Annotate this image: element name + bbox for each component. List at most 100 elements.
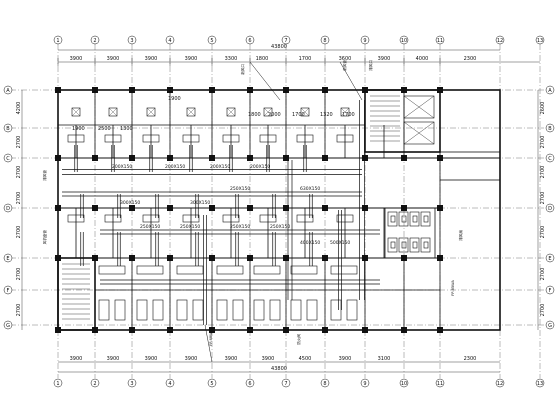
row-axis-bubble-right (545, 203, 555, 213)
structural-column (247, 205, 253, 211)
bed (253, 299, 265, 321)
structural-column (55, 205, 61, 211)
diffuser-cross (263, 107, 273, 117)
col-axis-label: 5 (210, 381, 213, 387)
right-dimension: 2700 (540, 166, 546, 179)
row-axis-bubble-left (3, 123, 13, 133)
fan-coil-unit (216, 265, 244, 275)
toilet-stall (387, 237, 398, 253)
row-axis-bubble-right (545, 153, 555, 163)
col-axis-bubble-bottom (435, 378, 445, 388)
bottom-dimension: 3900 (225, 356, 238, 362)
col-axis-bubble-bottom (495, 378, 505, 388)
top-dimension: 3600 (339, 56, 352, 62)
row-axis-label: D (548, 206, 552, 212)
col-axis-label: 3 (130, 38, 133, 44)
row-axis-label: E (548, 256, 551, 262)
air-diffuser (263, 107, 273, 117)
row-axis-label: C (6, 156, 10, 162)
fan-coil-unit (296, 134, 314, 143)
col-axis-label: 7 (284, 381, 287, 387)
fan-coil-unit (336, 214, 354, 223)
top-dimension: 1800 (256, 56, 269, 62)
structural-column (167, 205, 173, 211)
top-overall-dimension: 43800 (271, 44, 287, 50)
toilet-fixture (390, 241, 396, 249)
annotation-notes: 新风口新风管排风口排风管风机盘管排风扇FP-68WAFP-85WA防火阀 (42, 60, 463, 346)
col-axis-label: 4 (168, 381, 171, 387)
left-dimension: 2700 (16, 192, 22, 205)
fan-coil-unit (142, 214, 160, 223)
toilet-fixture (390, 215, 396, 223)
fan-coil-unit (222, 214, 240, 223)
col-axis-bubble-top (495, 35, 505, 45)
col-axis-bubble-top (399, 35, 409, 45)
col-axis-bubble-bottom (360, 378, 370, 388)
col-axis-label: 12 (497, 381, 503, 387)
annotation-note: 防火阀 (296, 334, 301, 345)
air-diffuser (186, 107, 196, 117)
left-dimension: 4200 (16, 102, 22, 115)
col-axis-label: 10 (401, 381, 407, 387)
col-axis-bubble-bottom (53, 378, 63, 388)
col-axis-label: 13 (537, 381, 543, 387)
col-axis-label: 6 (248, 381, 251, 387)
bed (192, 299, 204, 321)
structural-column (437, 87, 443, 93)
bed (114, 299, 126, 321)
interior-dimension: 2000 (268, 112, 281, 118)
diffuser-cross (71, 107, 81, 117)
row-axis-bubble-left (3, 320, 13, 330)
col-axis-bubble-bottom (207, 378, 217, 388)
row-axis-label: B (6, 126, 10, 132)
structural-column (92, 205, 98, 211)
diffuser-cross (186, 107, 196, 117)
toilet-stall (409, 237, 420, 253)
walls (55, 87, 501, 333)
bottom-dimension: 3100 (378, 356, 391, 362)
col-axis-bubble-bottom (90, 378, 100, 388)
col-axis-label: 3 (130, 381, 133, 387)
annotation-note: 风机盘管 (42, 230, 47, 245)
col-axis-label: 10 (401, 38, 407, 44)
fan-coil-unit (290, 265, 318, 275)
air-diffuser (146, 107, 156, 117)
interior-dimension: 1320 (320, 112, 333, 118)
row-axis-bubble-left (3, 285, 13, 295)
col-axis-bubble-top (320, 35, 330, 45)
bed (232, 299, 244, 321)
diffuser-cross (108, 107, 118, 117)
interior-dimension: 1800 (248, 112, 261, 118)
col-axis-bubble-bottom (281, 378, 291, 388)
bed (290, 299, 302, 321)
row-axis-bubble-right (545, 253, 555, 263)
col-axis-bubble-bottom (165, 378, 175, 388)
fan-coil-unit (330, 265, 358, 275)
right-dimension: 2700 (540, 192, 546, 205)
toilet-stall (420, 237, 431, 253)
duct-size-label: 200X150 (165, 164, 185, 170)
row-axis-bubble-left (3, 85, 13, 95)
col-axis-label: 7 (284, 38, 287, 44)
toilet-fixture (401, 215, 407, 223)
col-axis-bubble-top (281, 35, 291, 45)
bottom-dimension: 3900 (185, 356, 198, 362)
col-axis-label: 8 (323, 381, 326, 387)
row-axis-label: B (548, 126, 552, 132)
left-dimension: 2700 (16, 166, 22, 179)
toilet-stall (387, 211, 398, 227)
row-axis-label: E (6, 256, 9, 262)
diffuser-cross (340, 107, 350, 117)
right-dimension: 2600 (540, 102, 546, 115)
interior-dimension: 1700 (342, 112, 355, 118)
fan-coil-unit (259, 134, 277, 143)
col-axis-bubble-bottom (535, 378, 545, 388)
col-axis-bubble-top (165, 35, 175, 45)
bottom-dimension: 3900 (107, 356, 120, 362)
row-axis-bubble-left (3, 153, 13, 163)
col-axis-bubble-top (127, 35, 137, 45)
bed (306, 299, 318, 321)
annotation-note: 新风口 (240, 64, 245, 75)
